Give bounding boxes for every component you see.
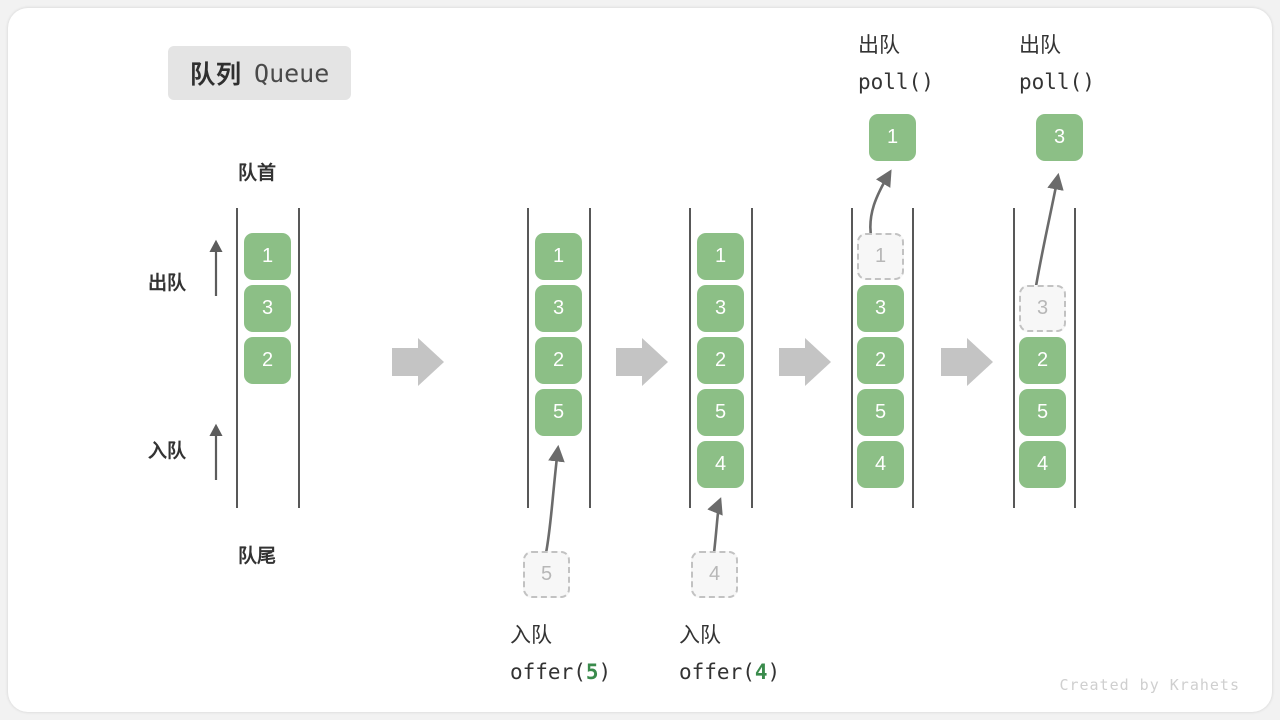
title-english: Queue xyxy=(254,58,330,88)
operation-code: offer(5) xyxy=(510,660,612,684)
queue-element: 4 xyxy=(1019,441,1066,488)
rail-right xyxy=(589,208,591,508)
queue-element-new: 4 xyxy=(697,441,744,488)
queue-element: 5 xyxy=(1019,389,1066,436)
title-chinese: 队列 xyxy=(190,61,243,89)
queue-element: 1 xyxy=(244,233,291,280)
diagram-card xyxy=(8,8,1272,712)
queue-tail-label: 队尾 xyxy=(238,546,277,567)
operation-name-cn: 入队 xyxy=(679,624,721,647)
rail-left xyxy=(851,208,853,508)
queue-element: 3 xyxy=(535,285,582,332)
rail-right xyxy=(912,208,914,508)
enqueue-direction-label: 入队 xyxy=(148,441,187,462)
rail-left xyxy=(236,208,238,508)
queue-element: 2 xyxy=(244,337,291,384)
queue-element: 3 xyxy=(857,285,904,332)
ghost-element-polled: 1 xyxy=(857,233,904,280)
queue-element: 4 xyxy=(857,441,904,488)
diagram-title-badge: 队列 Queue xyxy=(168,46,352,100)
operation-name-cn: 出队 xyxy=(1019,34,1061,57)
operation-name-cn: 入队 xyxy=(510,624,552,647)
queue-element: 2 xyxy=(535,337,582,384)
operation-code: poll() xyxy=(1019,70,1095,94)
queue-element: 3 xyxy=(697,285,744,332)
polled-element: 3 xyxy=(1036,114,1083,161)
queue-element: 1 xyxy=(697,233,744,280)
ghost-element-offer: 5 xyxy=(523,551,570,598)
rail-right xyxy=(298,208,300,508)
ghost-element-offer: 4 xyxy=(691,551,738,598)
operation-code-arg: 5 xyxy=(585,660,599,684)
operation-caption-poll-3: 出队 poll() xyxy=(1019,28,1095,100)
operation-caption-offer-4: 入队 offer(4) xyxy=(679,618,780,690)
rail-right xyxy=(751,208,753,508)
queue-element: 3 xyxy=(244,285,291,332)
rail-left xyxy=(1013,208,1015,508)
operation-code-arg: 4 xyxy=(754,660,768,684)
operation-caption-poll-1: 出队 poll() xyxy=(858,28,934,100)
queue-element-new: 5 xyxy=(535,389,582,436)
queue-element: 1 xyxy=(535,233,582,280)
queue-element: 2 xyxy=(857,337,904,384)
queue-element: 2 xyxy=(697,337,744,384)
rail-left xyxy=(689,208,691,508)
operation-caption-offer-5: 入队 offer(5) xyxy=(510,618,611,690)
operation-name-cn: 出队 xyxy=(858,34,900,57)
ghost-element-polled: 3 xyxy=(1019,285,1066,332)
credit-text: Created by Krahets xyxy=(1059,676,1240,694)
queue-element: 5 xyxy=(857,389,904,436)
queue-element: 2 xyxy=(1019,337,1066,384)
dequeue-direction-label: 出队 xyxy=(148,273,187,294)
queue-element: 5 xyxy=(697,389,744,436)
queue-head-label: 队首 xyxy=(238,163,277,184)
rail-left xyxy=(527,208,529,508)
operation-code: poll() xyxy=(858,70,934,94)
operation-code: offer(4) xyxy=(679,660,781,684)
rail-right xyxy=(1074,208,1076,508)
polled-element: 1 xyxy=(869,114,916,161)
